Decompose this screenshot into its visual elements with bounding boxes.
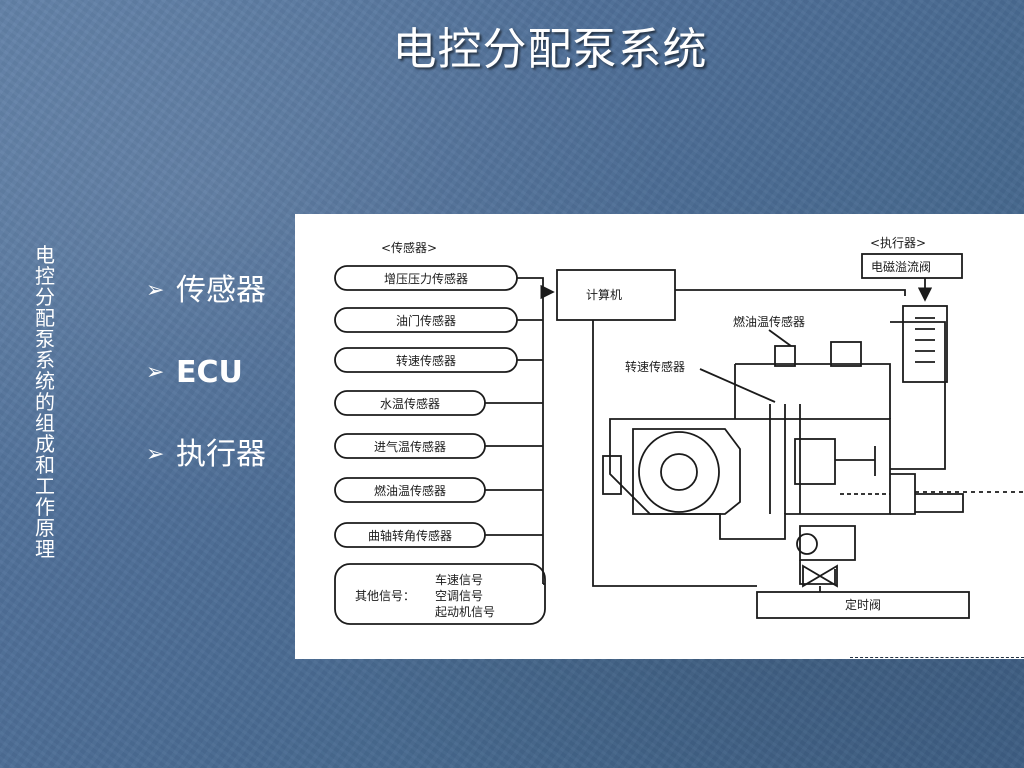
actuators-header: <执行器> — [870, 236, 926, 250]
timing-valve-symbol — [802, 564, 838, 588]
sensor-label: 水温传感器 — [380, 396, 440, 411]
other-signals-box — [334, 563, 546, 625]
pump-rotor — [638, 431, 720, 513]
sensor-label: 转速传感器 — [396, 353, 456, 368]
timing-valve-box — [756, 591, 970, 619]
speed-sensor-leader — [699, 368, 776, 403]
timing-passage — [799, 560, 836, 585]
bullet-arrow-icon: ➢ — [146, 360, 165, 385]
upper-port — [830, 341, 862, 367]
fuel-temp-leader — [768, 329, 792, 347]
sensor-label: 油门传感器 — [396, 313, 456, 328]
pump-body — [609, 418, 891, 540]
other-signal-starter: 起动机信号 — [435, 605, 495, 619]
bullet-text-actuator: 执行器 — [176, 437, 266, 472]
upper-pump-section — [734, 363, 891, 419]
diagram-panel: <传感器> <执行器> 增压压力传感器 油门传感器 转速传感器 水温传感器 进气… — [295, 214, 1024, 659]
computer-box — [556, 269, 676, 321]
timing-valve-label: 定时阀 — [845, 597, 881, 612]
sensor-label: 进气温传感器 — [374, 439, 446, 454]
bullet-actuator: ➢ 执行器 — [146, 434, 266, 516]
solenoid-return-line — [890, 321, 946, 470]
right-output-line — [890, 473, 964, 515]
vertical-section-title: 电控分配泵系统的组成和工作原理 — [35, 243, 55, 561]
other-signals-label: 其他信号： — [355, 589, 415, 603]
sensor-label: 增压压力传感器 — [384, 271, 468, 286]
bullet-list: ➢ 传感器 ➢ ECU ➢ 执行器 — [146, 270, 266, 516]
timing-piston — [796, 533, 818, 555]
solenoid-valve-label: 电磁溢流阀 — [871, 259, 931, 274]
computer-to-valve-line — [675, 289, 906, 296]
rotor-housing — [632, 428, 741, 515]
slide-title: 电控分配泵系统 — [392, 24, 708, 75]
speed-sensor-label: 转速传感器 — [625, 359, 685, 374]
solenoid-coil — [915, 317, 935, 363]
plunger-lines — [769, 404, 801, 514]
pump-shaft-end — [602, 455, 622, 495]
bullet-text-sensor: 传感器 — [176, 273, 266, 308]
bullet-arrow-icon: ➢ — [146, 442, 165, 467]
other-signal-ac: 空调信号 — [435, 589, 483, 603]
solenoid-valve-box — [861, 253, 963, 279]
other-signal-speed: 车速信号 — [435, 572, 483, 587]
injection-outlet — [835, 446, 876, 476]
rotor-hub — [660, 453, 698, 491]
sensor-bus-lines — [485, 277, 545, 585]
computer-label: 计算机 — [586, 287, 622, 302]
bullet-sensor: ➢ 传感器 — [146, 270, 266, 352]
timing-piston-housing — [799, 525, 856, 561]
sensor-label: 燃油温传感器 — [374, 483, 446, 498]
sensors-header: <传感器> — [381, 240, 437, 255]
computer-to-timing-line — [592, 320, 757, 587]
bullet-arrow-icon: ➢ — [146, 278, 165, 303]
distribution-chamber — [794, 438, 836, 485]
bullet-ecu: ➢ ECU — [146, 352, 266, 434]
pump-system-diagram: <传感器> <执行器> 增压压力传感器 油门传感器 转速传感器 水温传感器 进气… — [334, 236, 1024, 625]
sensor-label: 曲轴转角传感器 — [368, 528, 452, 543]
fuel-temp-sensor-part — [774, 345, 796, 367]
bullet-text-ecu: ECU — [176, 355, 243, 390]
solenoid-valve-body — [902, 305, 948, 383]
bottom-dashed-line — [850, 657, 1024, 658]
fuel-temp-sensor-label: 燃油温传感器 — [733, 314, 805, 329]
